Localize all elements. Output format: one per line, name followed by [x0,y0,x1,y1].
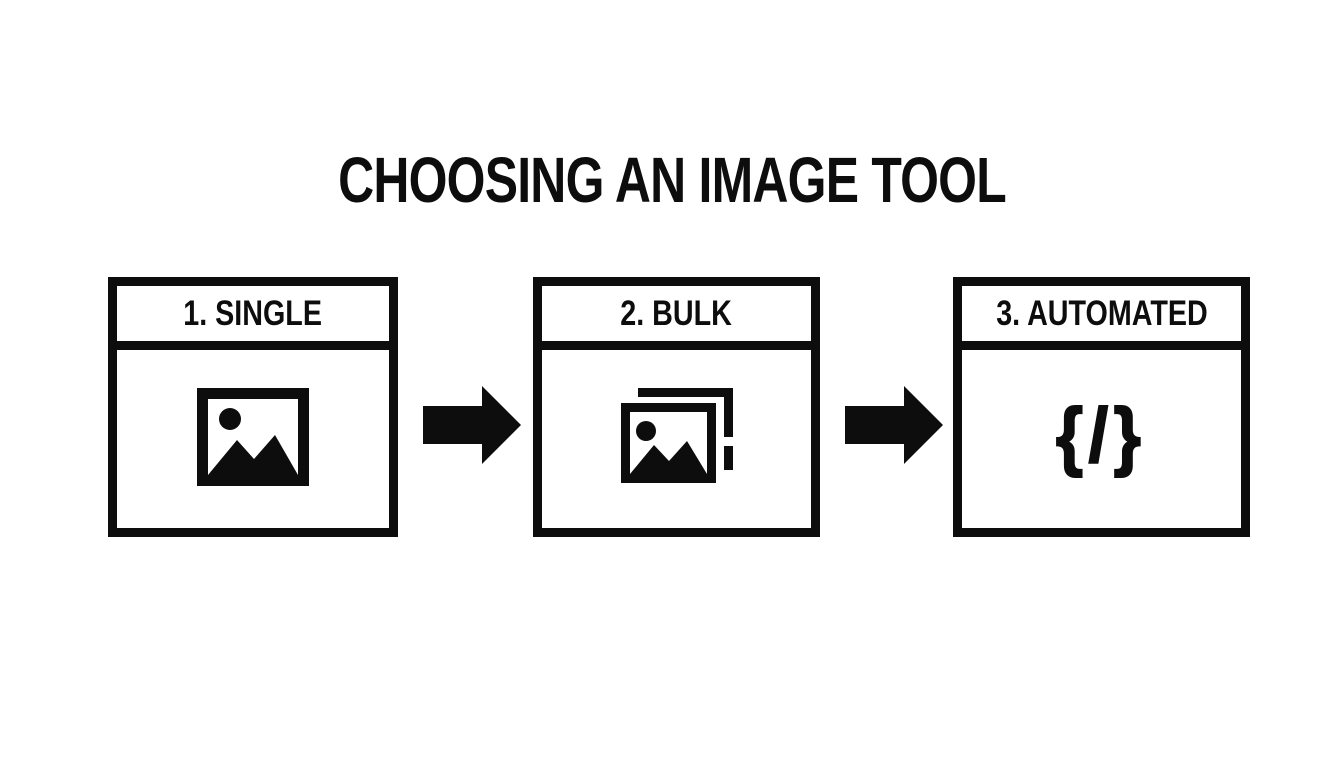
step-card-body [117,350,389,528]
page-title: CHOOSING AN IMAGE TOOL [338,144,1007,216]
code-icon: {/} [1055,393,1147,478]
single-image-icon [197,387,309,491]
step-label: 2. BULK [620,293,733,333]
step-label: 1. SINGLE [183,293,323,333]
arrow-right-icon [423,386,521,464]
step-card-header: 1. SINGLE [117,286,389,350]
step-card-single: 1. SINGLE [108,277,398,537]
bulk-images-icon [620,387,733,491]
arrow-right-icon [845,386,943,464]
step-card-header: 3. AUTOMATED [962,286,1241,350]
step-label: 3. AUTOMATED [995,293,1208,333]
step-card-automated: 3. AUTOMATED {/} [953,277,1250,537]
step-card-header: 2. BULK [542,286,811,350]
step-card-body [542,350,811,528]
step-card-bulk: 2. BULK [533,277,820,537]
step-card-body: {/} [962,350,1241,528]
